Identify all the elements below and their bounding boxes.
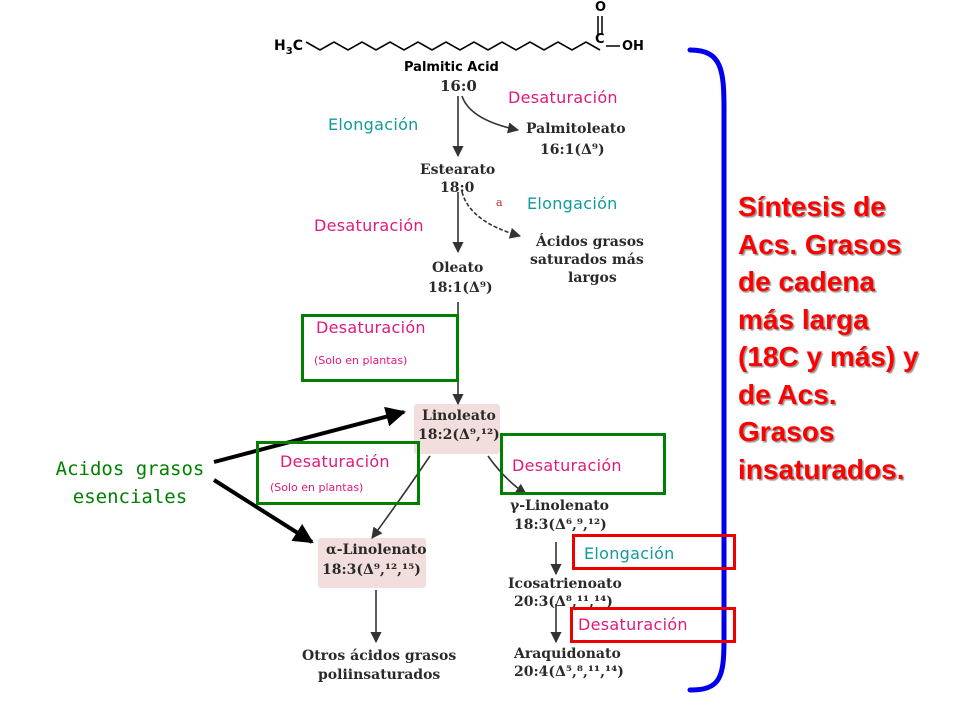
linoleato-highlight	[414, 404, 500, 454]
compound-gamma-linolenato-formula: 18:3(Δ⁶,⁹,¹²)	[514, 517, 607, 533]
plant-desaturation-box-1	[301, 314, 459, 382]
compound-otros-line1: Otros ácidos grasos	[302, 648, 457, 664]
enzyme-desaturation-1: Desaturación	[508, 88, 618, 107]
compound-araquidonato-formula: 20:4(Δ⁵,⁸,¹¹,¹⁴)	[514, 664, 624, 680]
compound-linoleato-formula: 18:2(Δ⁹,¹²)	[418, 427, 500, 443]
plant-desaturation-box-2	[256, 441, 420, 505]
compound-gamma-linolenato-name: γ-Linolenato	[510, 498, 610, 514]
alpha-linolenato-highlight	[318, 538, 426, 588]
compound-alpha-linolenato-name: α-Linolenato	[326, 542, 427, 558]
compound-palmitic-formula: 16:0	[440, 77, 477, 95]
desaturation-box-3	[500, 433, 666, 495]
enzyme-elongation-3: Elongación	[584, 544, 675, 563]
carboxyl-o-label: O	[595, 0, 607, 15]
enzyme-desaturation-2: Desaturación	[314, 216, 424, 235]
arrow-estearato-saturados	[461, 191, 522, 239]
compound-saturados-line3: largos	[568, 270, 617, 286]
compound-estearato-formula: 18:0	[440, 180, 475, 196]
compound-estearato-name: Estearato	[420, 162, 496, 178]
enzyme-desaturation-6: Desaturación	[578, 615, 688, 634]
compound-otros-line2: poliinsaturados	[318, 667, 441, 683]
arrow-linoleato-alpha	[371, 455, 431, 539]
enzyme-desaturation-3: Desaturación	[316, 318, 426, 337]
elongation-box-red	[572, 534, 736, 570]
compound-icosatrienoato-name: Icosatrienoato	[508, 576, 622, 592]
compound-oleato-name: Oleato	[432, 260, 484, 276]
h3c-label: H3C	[274, 38, 303, 57]
enzyme-desaturation-3-note: (Solo en plantas)	[314, 354, 408, 367]
summary-brace	[687, 47, 727, 693]
enzyme-elongation-2: Elongación	[527, 194, 618, 213]
enzyme-desaturation-5: Desaturación	[512, 456, 622, 475]
enzyme-desaturation-4-note: (Solo en plantas)	[270, 481, 364, 494]
desaturation-box-red	[570, 607, 736, 643]
compound-oleato-formula: 18:1(Δ⁹)	[428, 280, 493, 296]
pointer-linoleato	[213, 406, 406, 464]
essential-fatty-acids-label: Acidos grasos esenciales	[55, 458, 205, 508]
pointer-alpha-linolenato	[212, 478, 314, 544]
carboxyl-c-label: C	[595, 32, 605, 47]
palmitic-acid-name: Palmitic Acid	[404, 60, 499, 75]
compound-linoleato-name: Linoleato	[422, 408, 496, 424]
arrow-palmitic-palmitoleato	[461, 95, 520, 134]
enzyme-desaturation-4: Desaturación	[280, 452, 390, 471]
compound-araquidonato-name: Araquidonato	[514, 646, 621, 662]
palmitic-chain	[305, 41, 601, 51]
arrow-linoleato-gamma	[487, 455, 527, 495]
step-mark-a: a	[496, 196, 503, 209]
compound-saturados-line1: Ácidos grasos	[536, 234, 644, 250]
summary-text: Síntesis de Acs. Grasos de cadena más la…	[738, 191, 919, 485]
compound-icosatrienoato-formula: 20:3(Δ⁸,¹¹,¹⁴)	[514, 594, 613, 610]
compound-saturados-line2: saturados más	[530, 252, 644, 268]
compound-palmitoleato-formula: 16:1(Δ⁹)	[540, 142, 605, 158]
compound-alpha-linolenato-formula: 18:3(Δ⁹,¹²,¹⁵)	[322, 562, 421, 578]
enzyme-elongation-1: Elongación	[328, 115, 419, 134]
compound-palmitoleato-name: Palmitoleato	[526, 121, 626, 137]
carboxyl-oh-label: OH	[622, 39, 644, 54]
